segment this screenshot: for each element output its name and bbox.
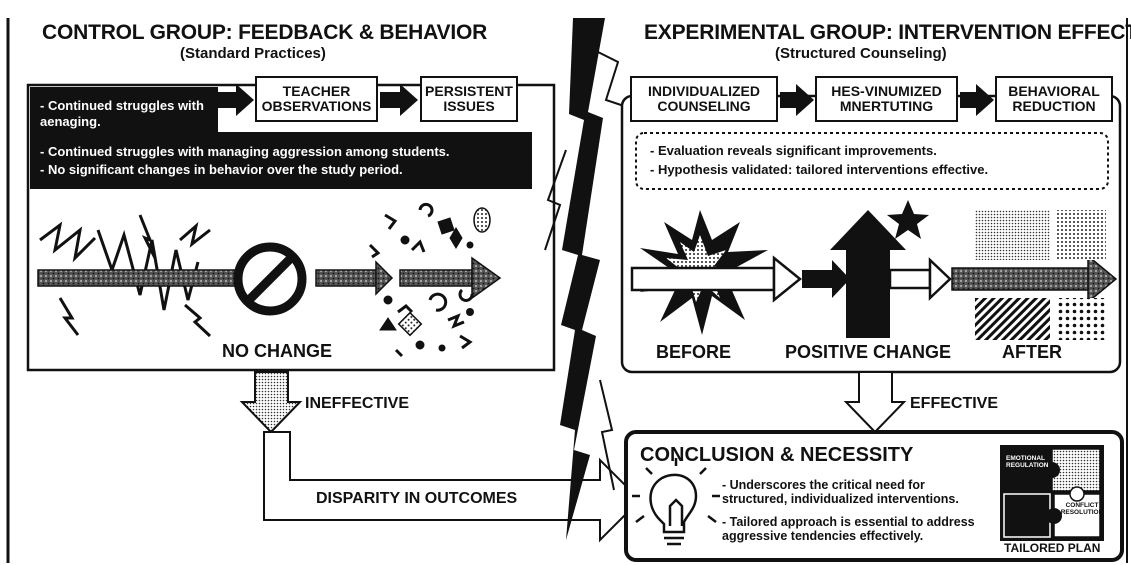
control-title: CONTROL GROUP: FEEDBACK & BEHAVIOR xyxy=(42,21,488,44)
experimental-note-2: - Hypothesis validated: tailored interve… xyxy=(650,162,989,177)
ineffective-label: INEFFECTIVE xyxy=(305,395,410,412)
flow-step-behavioral-reduction: BEHAVIORAL REDUCTION xyxy=(995,76,1113,122)
experimental-subtitle: (Structured Counseling) xyxy=(775,45,947,62)
stage-before: BEFORE xyxy=(656,342,732,362)
control-subtitle: (Standard Practices) xyxy=(180,45,326,62)
control-note-2: - No significant changes in behavior ove… xyxy=(40,162,403,177)
flow-step-mentoring: HES-VINUMIZED MNERTUTING xyxy=(815,76,958,122)
flow-step-teacher-observations: TEACHER OBSERVATIONS xyxy=(255,76,378,122)
stage-after: AFTER xyxy=(1002,342,1062,362)
flow-step-persistent-issues: PERSISTENT ISSUES xyxy=(420,76,518,122)
conclusion-bullet-1: - Underscores the critical need for stru… xyxy=(722,478,959,507)
conclusion-bullet-2: - Tailored approach is essential to addr… xyxy=(722,515,975,544)
puzzle-label-emotional-regulation: EMOTIONAL REGULATION xyxy=(1006,455,1049,470)
stage-positive-change: POSITIVE CHANGE xyxy=(785,342,952,362)
effective-label: EFFECTIVE xyxy=(910,395,999,412)
tailored-plan-label: TAILORED PLAN xyxy=(1004,541,1101,555)
experimental-note-1: - Evaluation reveals significant improve… xyxy=(650,143,937,158)
conclusion-title: CONCLUSION & NECESSITY xyxy=(640,444,914,466)
control-note-1: - Continued struggles with managing aggr… xyxy=(40,144,450,159)
flow-step-individualized-counseling: INDIVIDUALIZED COUNSELING xyxy=(630,76,778,122)
no-change-label: NO CHANGE xyxy=(222,341,333,361)
control-note-top: - Continued struggles with aenaging. xyxy=(40,98,204,129)
disparity-label: DISPARITY IN OUTCOMES xyxy=(316,490,518,507)
experimental-title: EXPERIMENTAL GROUP: INTERVENTION EFFECT xyxy=(644,21,1131,44)
puzzle-label-conflict-resolution: CONFLICT RESOLUTION xyxy=(1060,502,1104,517)
